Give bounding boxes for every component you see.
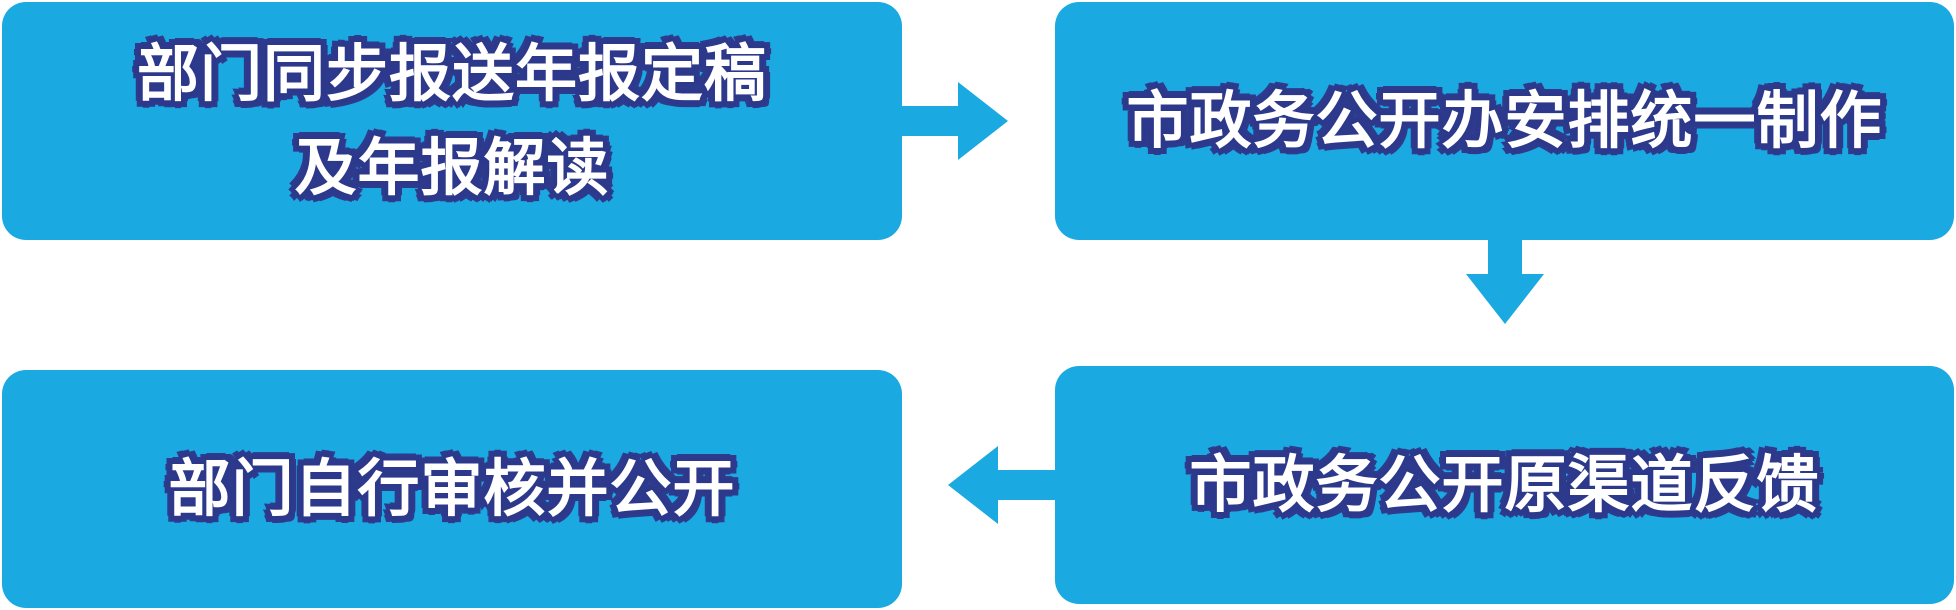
arrow-left-icon bbox=[948, 446, 1055, 524]
flow-step-1-label: 部门同步报送年报定稿 及年报解读 bbox=[136, 37, 767, 204]
flow-step-2-label: 市政务公开办安排统一制作 bbox=[1126, 84, 1883, 157]
arrow-down-icon bbox=[1466, 240, 1544, 324]
flow-step-4: 部门自行审核并公开 bbox=[2, 370, 902, 608]
flow-step-3: 市政务公开原渠道反馈 bbox=[1055, 366, 1954, 604]
flow-step-4-label: 部门自行审核并公开 bbox=[168, 452, 736, 525]
flow-step-1: 部门同步报送年报定稿 及年报解读 bbox=[2, 2, 902, 240]
arrow-right-icon bbox=[902, 82, 1008, 160]
flow-step-2: 市政务公开办安排统一制作 bbox=[1055, 2, 1954, 240]
flow-step-3-label: 市政务公开原渠道反馈 bbox=[1189, 448, 1820, 521]
